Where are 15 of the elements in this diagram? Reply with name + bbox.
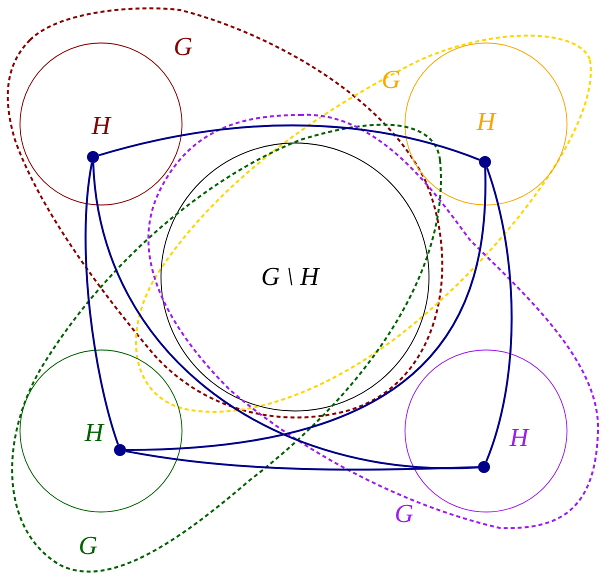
edge-curve [485, 167, 513, 462]
edge-curve [126, 450, 478, 471]
set-label: G [78, 533, 98, 559]
edge-curve [92, 162, 478, 469]
set-label: H [476, 109, 496, 135]
set-label: G [394, 501, 414, 527]
set-label: H [92, 113, 110, 139]
edge-curve [126, 168, 486, 451]
set-label: G [382, 67, 400, 93]
set-label: G [174, 34, 192, 60]
set-label: G \ H [261, 264, 319, 290]
set-label: H [84, 420, 104, 446]
edge-curve [98, 124, 480, 161]
set-label: H [510, 425, 528, 451]
edge-curve [84, 162, 119, 445]
